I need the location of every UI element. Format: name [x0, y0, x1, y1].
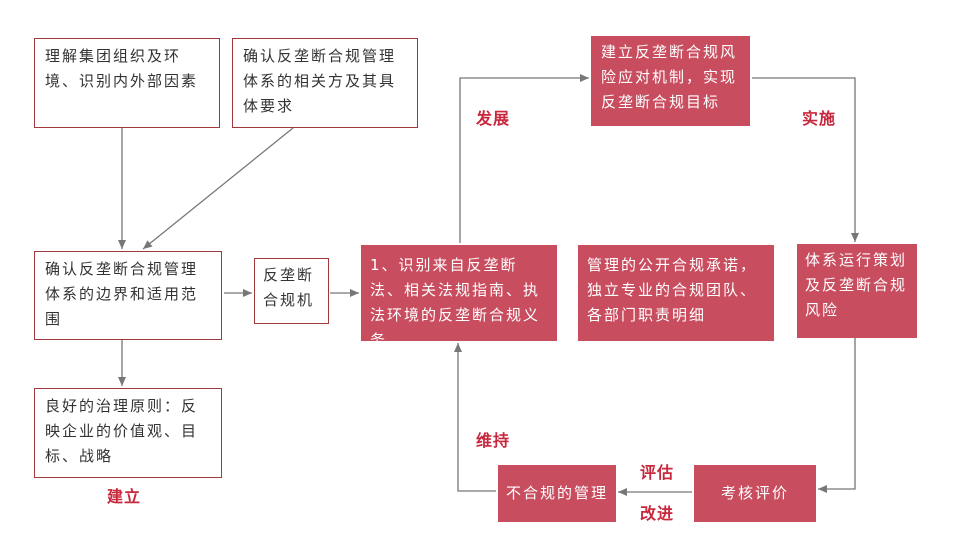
box-public-commitment: 管理的公开合规承诺，独立专业的合规团队、各部门职责明细 [578, 245, 774, 341]
label-establish: 建立 [107, 487, 142, 506]
box-system-planning: 体系运行策划及反垄断合规风险 [797, 244, 917, 338]
label-implement: 实施 [802, 109, 837, 128]
label-assess: 评估 [640, 463, 675, 482]
label-develop: 发展 [476, 109, 511, 128]
box-identify-obligations: 1、识别来自反垄断法、相关法规指南、执法环境的反垄断合规义务 [361, 245, 557, 349]
label-improve: 改进 [640, 504, 675, 523]
box-governance-principles: 良好的治理原则：反映企业的价值观、目标、战略 [34, 388, 222, 478]
box-assessment: 考核评价 [694, 465, 816, 522]
box-define-scope: 确认反垄断合规管理体系的边界和适用范围 [34, 251, 222, 340]
box-understand-context: 理解集团组织及环境、识别内外部因素 [34, 38, 220, 128]
box-noncompliance-management: 不合规的管理 [498, 465, 616, 522]
arrow-right-to-evaluate [818, 338, 856, 493]
box-risk-response: 建立反垄断合规风险应对机制，实现反垄断合规目标 [591, 36, 750, 126]
arrow-c1-to-top [459, 74, 589, 243]
arrow-noncompliance-to-c1 [454, 343, 496, 492]
arrow-top-to-right [752, 77, 859, 242]
label-maintain: 维持 [476, 431, 511, 450]
arrow-b2-to-b3 [142, 127, 294, 250]
box-identify-stakeholders: 确认反垄断合规管理体系的相关方及其具体要求 [232, 38, 418, 128]
box-compliance-mechanism: 反垄断合规机 [254, 258, 329, 324]
